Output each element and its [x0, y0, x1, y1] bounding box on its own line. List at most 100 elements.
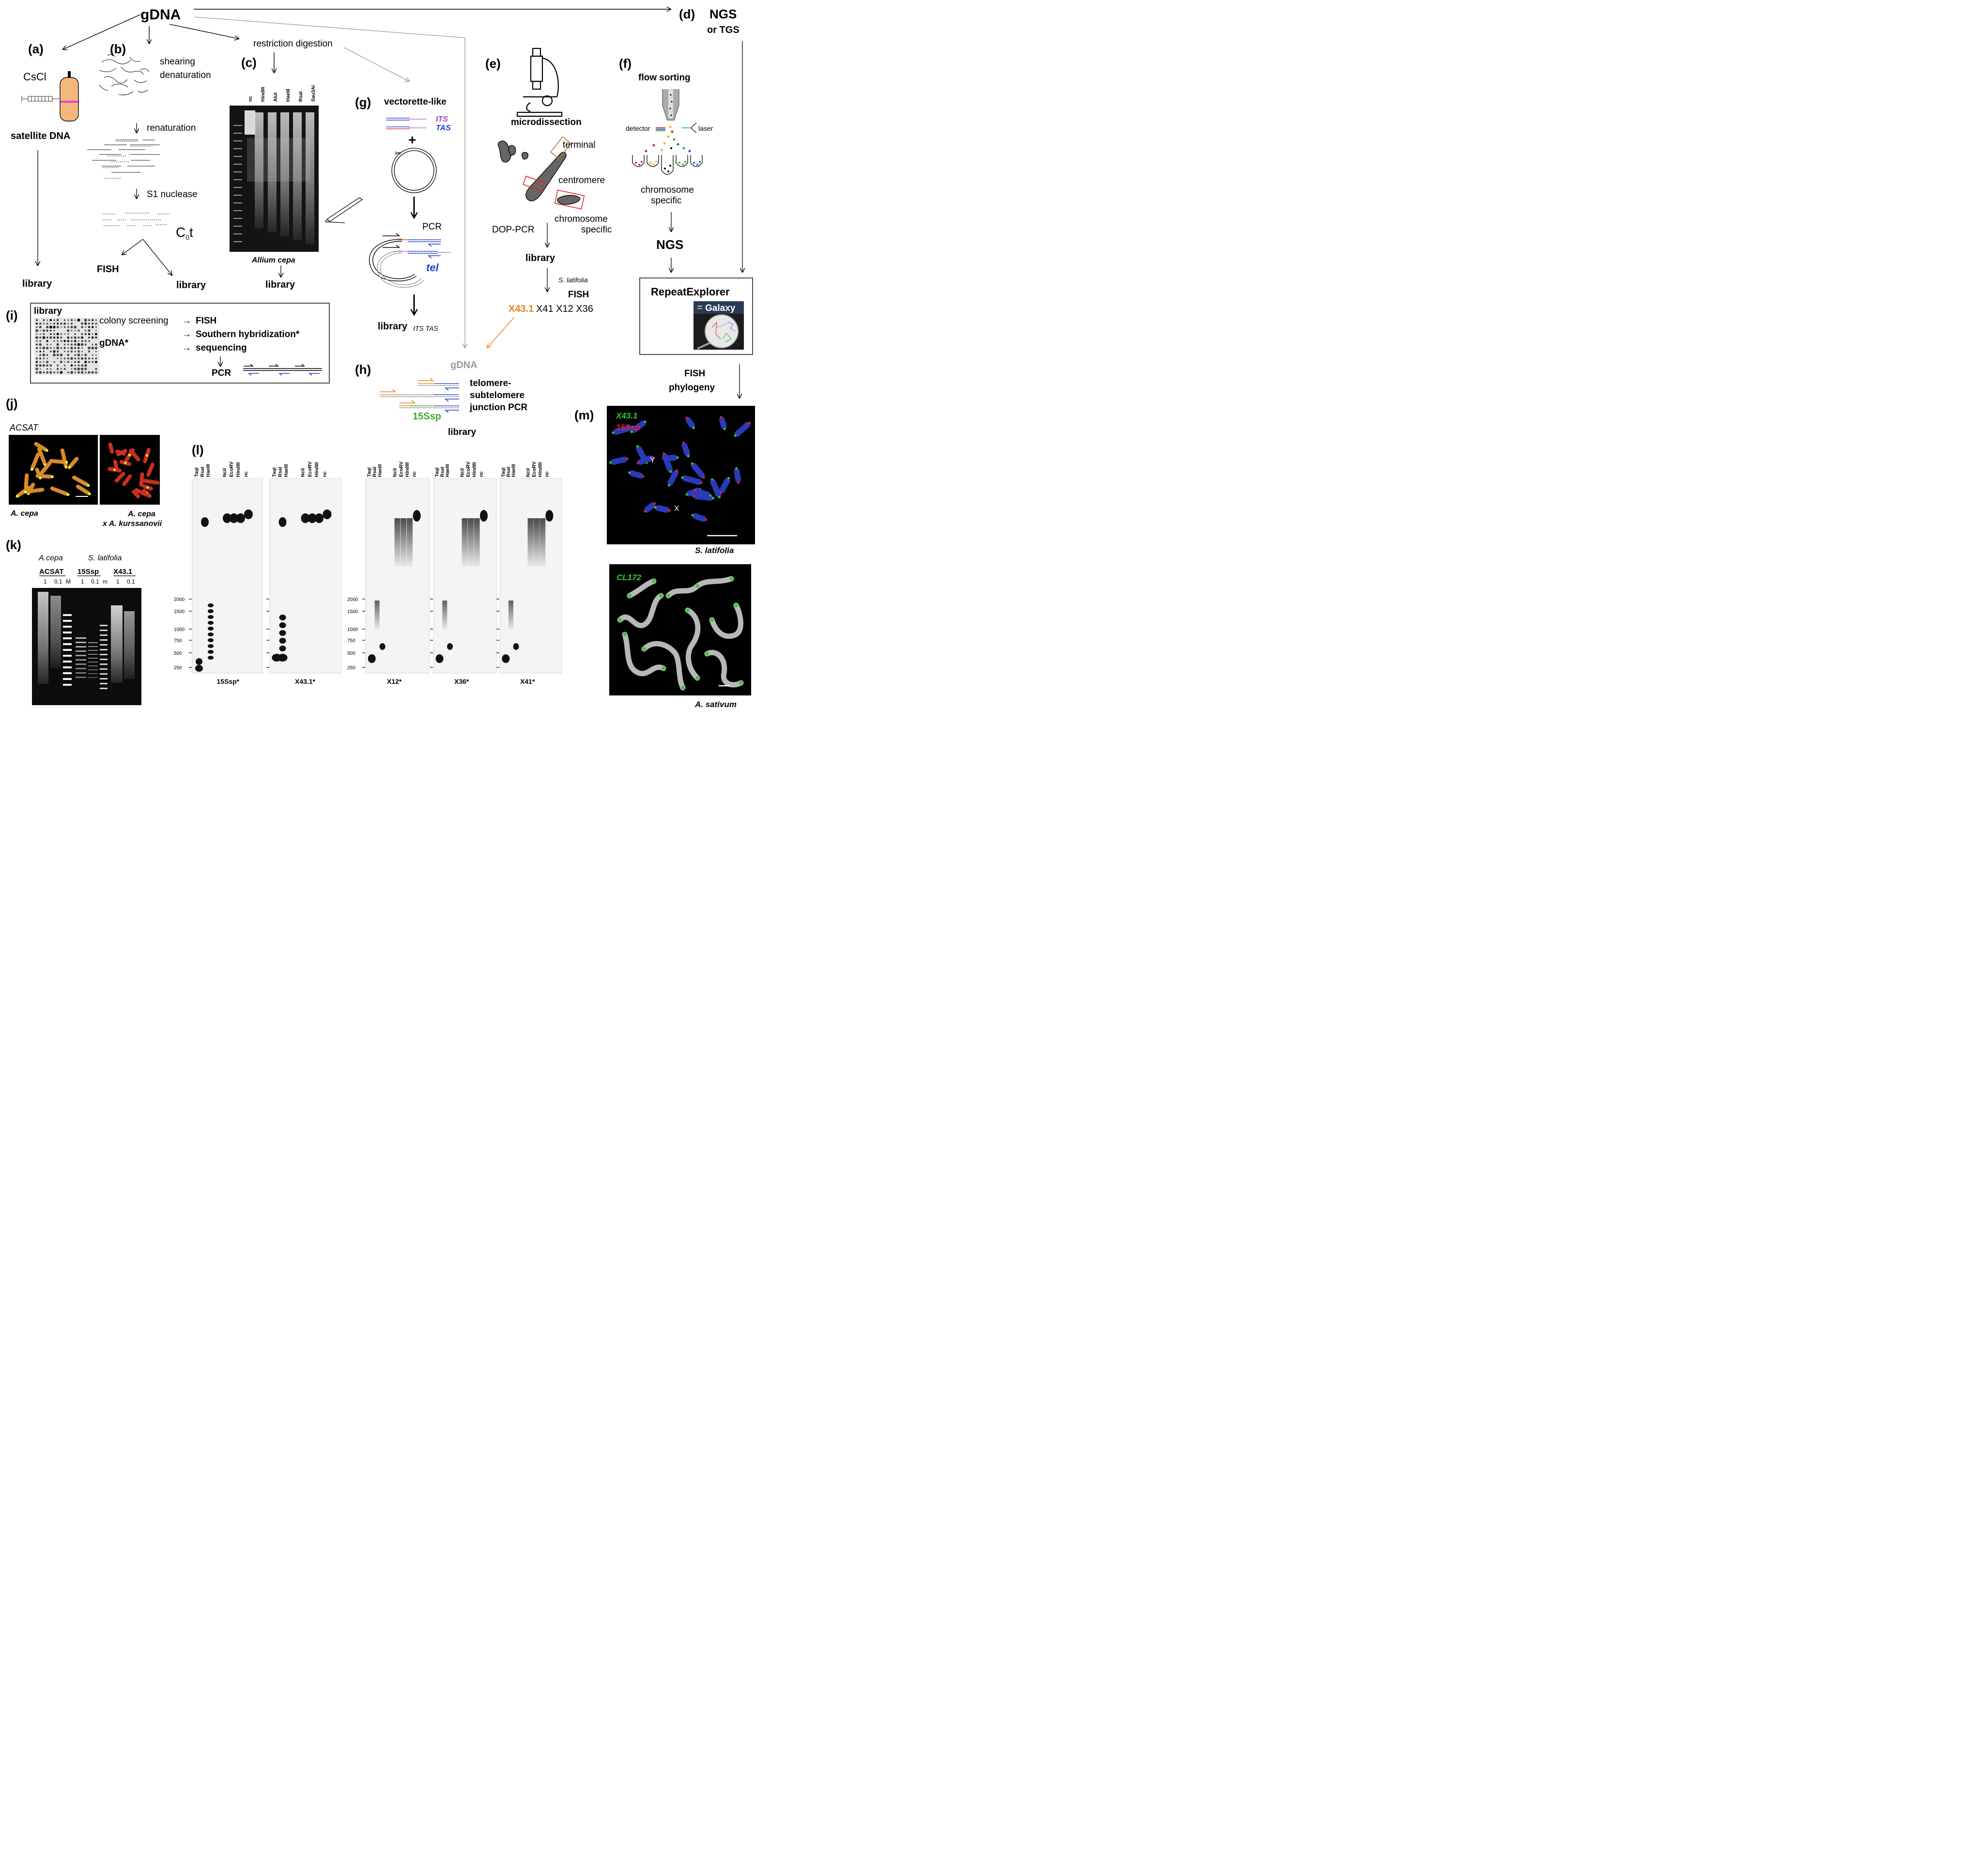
fish-signal [676, 456, 679, 459]
colony-dot [39, 325, 42, 328]
detector-label: detector [626, 124, 650, 132]
fish-signal [653, 502, 656, 505]
ssp-ladder-band [208, 615, 214, 619]
blot-lane-label: nc [544, 471, 550, 477]
colony-dot [56, 319, 59, 322]
low-band [447, 643, 453, 650]
colony-dot [67, 351, 69, 353]
colony-dot [92, 333, 93, 335]
colony-dot [56, 336, 59, 339]
acsat-signal [30, 468, 33, 471]
colony-dot [63, 368, 66, 370]
cot-label: C0t [176, 225, 193, 241]
ssp-ladder-band [208, 621, 214, 625]
pcr-loop-icon [369, 239, 424, 288]
ssp-ladder-band [88, 654, 98, 655]
colony-dot [46, 357, 48, 359]
colony-dot [56, 326, 59, 328]
blot-smear [462, 518, 468, 567]
latifolia-chromosome [613, 425, 633, 435]
colony-dot [88, 340, 90, 342]
fish-signal [710, 478, 713, 481]
blot-lane-label: HaeIII [206, 464, 211, 477]
colony-dot [39, 354, 42, 356]
ssp-ladder-band [88, 646, 98, 647]
colony-dot [74, 319, 76, 321]
k-lane-label: 0.1 [91, 578, 99, 585]
ssp-ladder-band [76, 637, 86, 639]
digest-smear [268, 112, 277, 232]
colony-dot [77, 343, 80, 346]
fish-signal [630, 431, 633, 433]
hybrid-chromosomes [108, 442, 160, 498]
colony-dot [67, 333, 69, 335]
colony-dot [78, 340, 79, 342]
colony-dot [77, 364, 80, 367]
ssp-ladder-band [76, 646, 86, 648]
colony-dot [84, 368, 87, 370]
low-band [368, 654, 376, 663]
latifolia-label: S. latifolia [695, 546, 734, 555]
hybrid-chromosome [139, 472, 144, 487]
blot-smear [539, 518, 546, 567]
cl172-signal [710, 618, 714, 622]
colony-dot [77, 371, 80, 374]
ladder-band [233, 171, 242, 172]
colony-dot [43, 371, 45, 373]
colony-dot [64, 351, 66, 353]
k-lane-label: M [66, 578, 71, 585]
allium-cepa-label: Allium cepa [251, 256, 295, 264]
colony-dot [88, 371, 91, 374]
digest-smear [255, 112, 263, 229]
ladder-band [233, 226, 242, 227]
panel-i-gdna: gDNA* [99, 338, 129, 348]
sativum-chromosome [709, 602, 743, 639]
cl172-signal [695, 584, 699, 588]
blot-hmw-band [480, 510, 488, 522]
ssp-ladder-band [76, 672, 86, 674]
ssp-ladder-band [88, 665, 98, 666]
its-label: ITS [436, 115, 448, 123]
colony-dot [80, 343, 84, 346]
colony-dot [53, 340, 55, 342]
colony-dot [84, 357, 87, 360]
renaturation-label: renaturation [147, 123, 196, 133]
chromosome-specific-1: chromosome [555, 214, 608, 224]
ssp-ladder-band [88, 677, 98, 678]
colony-dot [60, 337, 62, 339]
panel-i: (i) library colony screening → FISH → So… [6, 303, 330, 384]
size-marker-label: 1500 [174, 609, 185, 615]
blot-lane-label: HindIII [405, 462, 410, 477]
colony-dot [46, 343, 48, 346]
blot-lane-label: HindIII [236, 462, 241, 477]
blot-hmw-band [244, 509, 253, 519]
renatured-dna-icon [87, 139, 160, 179]
colony-dot [91, 319, 94, 322]
colony-dot [64, 333, 65, 335]
low-band [502, 654, 510, 663]
flow-nozzle-icon [662, 89, 679, 121]
colony-dot [63, 339, 66, 342]
acsat-signal [15, 494, 19, 498]
plasmid-vector-icon [391, 148, 437, 193]
colony-dot [39, 336, 42, 339]
ngs-top-label: NGS [709, 7, 737, 21]
acsat-signal [24, 490, 27, 493]
latifolia-chromosome [682, 475, 702, 485]
colony-dot [53, 319, 55, 321]
colony-dot [91, 371, 94, 374]
blot-membrane [269, 478, 342, 674]
blot-hmw-band [413, 510, 421, 522]
colony-dot [80, 357, 84, 360]
size-marker-label: 1000 [174, 627, 185, 632]
blot-lane-label: TaqI [272, 467, 277, 477]
colony-dot [43, 351, 45, 353]
colony-dot [53, 323, 55, 324]
acsat-signal [66, 493, 70, 496]
panel-i-library: library [34, 306, 62, 316]
panel-b-fish: FISH [97, 264, 119, 275]
fish-signal [663, 452, 665, 455]
colony-dot [88, 323, 90, 325]
panel-g-letter: (g) [355, 95, 371, 109]
